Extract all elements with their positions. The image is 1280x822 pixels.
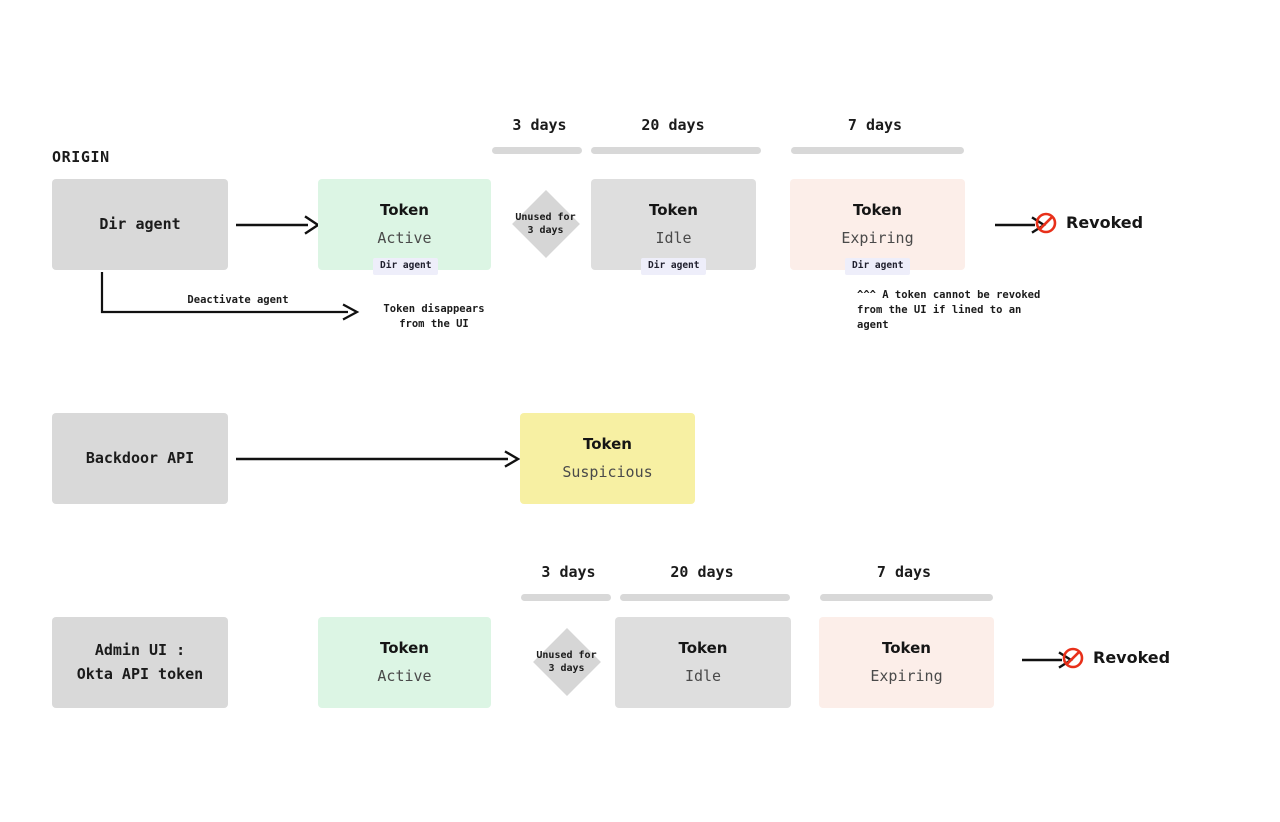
revoked-label: Revoked [1066,213,1144,232]
state-name: Active [377,667,432,685]
arrow-source-to-active-row1 [236,215,321,235]
state-name: Idle [655,229,692,247]
timeline-label-20-days-row1: 20 days [641,116,705,134]
badge-dir-agent-expiring-row1: Dir agent [845,258,911,275]
timeline-bar-3-days-row3 [521,594,611,601]
source-box-label: Dir agent [99,214,181,233]
state-title: Token [380,201,429,219]
timeline-label-20-days-row3: 20 days [670,563,734,581]
state-box-expiring-row1[interactable]: Token Expiring [790,179,965,270]
gate-unused-row1: Unused for 3 days [503,190,588,258]
timeline-bar-7-days-row1 [791,147,964,154]
timeline-label-7-days-row1: 7 days [847,116,903,134]
state-box-idle-row3[interactable]: Token Idle [615,617,791,708]
timeline-label-3-days-row1: 3 days [512,116,567,134]
timeline-label-3-days-row3: 3 days [541,563,596,581]
state-name: Expiring [841,229,914,247]
timeline-bar-20-days-row3 [620,594,790,601]
arrow-backdoor-to-suspicious [236,450,521,468]
state-title: Token [678,639,728,657]
state-box-active-row3[interactable]: Token Active [318,617,491,708]
no-entry-icon [1062,647,1084,669]
branch-arrow-label: Deactivate agent [187,294,289,306]
state-title: Token [380,639,429,657]
state-box-suspicious[interactable]: Token Suspicious [520,413,695,504]
state-title: Token [853,201,902,219]
revoked-label: Revoked [1093,648,1171,667]
origin-label: ORIGIN [52,148,110,166]
revoked-end-row1: Revoked [1035,212,1143,234]
state-box-idle-row1[interactable]: Token Idle [591,179,756,270]
no-entry-icon [1035,212,1057,234]
gate-label: Unused for 3 days [515,211,576,237]
source-box-backdoor-api[interactable]: Backdoor API [52,413,228,504]
badge-dir-agent-idle-row1: Dir agent [641,258,707,275]
gate-label: Unused for 3 days [536,649,597,675]
revoked-end-row3: Revoked [1062,647,1170,669]
state-box-active-row1[interactable]: Token Active [318,179,491,270]
timeline-bar-20-days-row1 [591,147,761,154]
source-box-label: Backdoor API [85,448,195,467]
state-title: Token [583,435,632,453]
gate-unused-row3: Unused for 3 days [524,628,609,696]
state-title: Token [882,639,931,657]
source-box-admin-ui[interactable]: Admin UI : Okta API token [52,617,228,708]
arrow-deactivate-agent-row1 [100,272,360,321]
state-title: Token [649,201,698,219]
state-name: Idle [684,667,722,685]
badge-dir-agent-active-row1: Dir agent [373,258,439,275]
state-name: Suspicious [562,463,653,481]
state-name: Expiring [870,667,943,685]
state-box-expiring-row3[interactable]: Token Expiring [819,617,994,708]
source-box-label: Admin UI : Okta API token [76,641,204,683]
timeline-bar-7-days-row3 [820,594,993,601]
source-box-dir-agent[interactable]: Dir agent [52,179,228,270]
timeline-bar-3-days-row1 [492,147,582,154]
note-revoke-restriction: ^^^ A token cannot be revoked from the U… [857,289,1041,332]
branch-result-label: Token disappears from the UI [383,303,485,331]
timeline-label-7-days-row3: 7 days [876,563,932,581]
state-name: Active [377,229,432,247]
